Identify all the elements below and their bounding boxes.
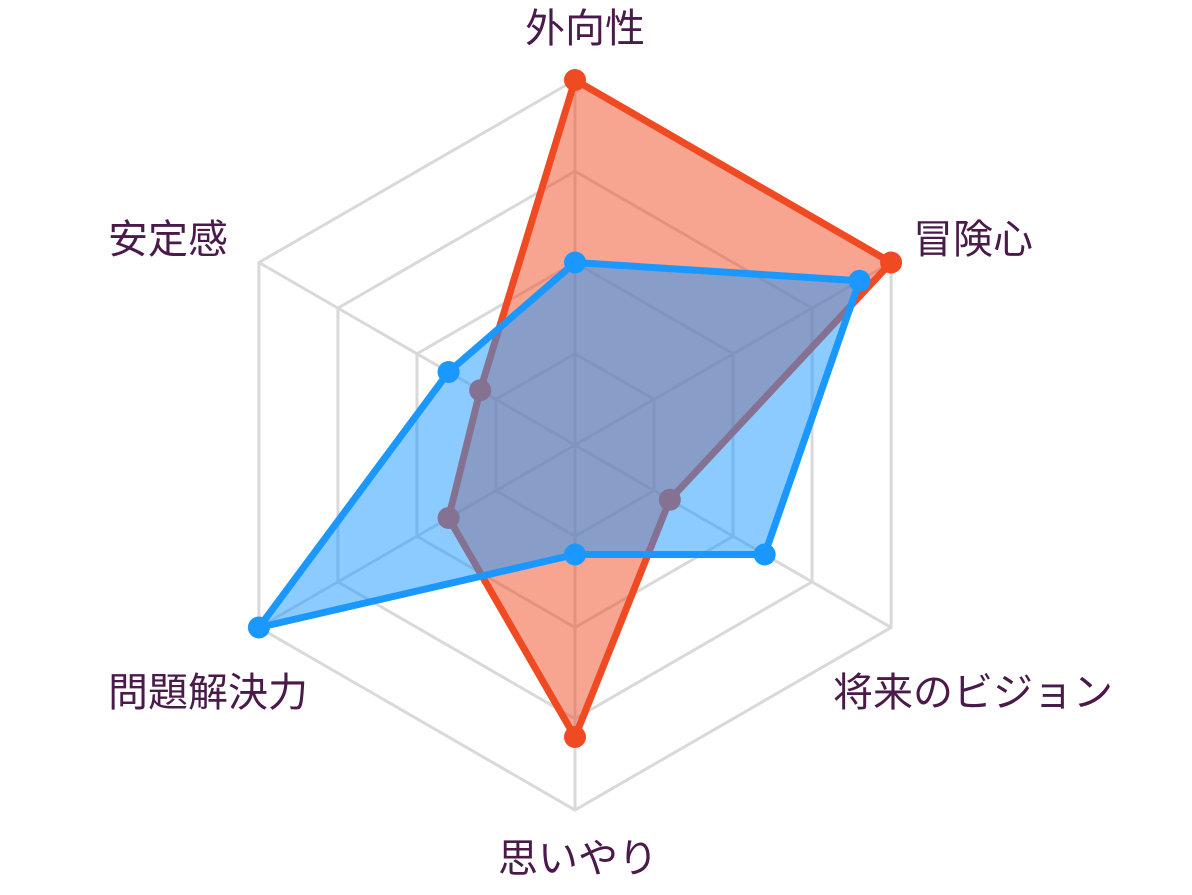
axis-label-0: 外向性 (525, 6, 645, 52)
series-red-point-3 (564, 726, 586, 748)
series-layer (247, 69, 903, 748)
series-blue-point-4 (247, 616, 270, 639)
axis-labels: 外向性 冒険心 将来のビジョン 思いやり 問題解決力 安定感 (108, 6, 1113, 882)
series-red-point-0 (564, 69, 586, 91)
series-blue-point-0 (564, 251, 586, 274)
series-blue-point-3 (564, 543, 586, 566)
series-blue (247, 251, 871, 639)
axis-label-5: 安定感 (108, 217, 228, 263)
axis-label-4: 問題解決力 (108, 670, 308, 716)
series-blue-point-5 (437, 361, 460, 383)
axis-label-1: 冒険心 (913, 217, 1033, 263)
axis-label-2: 将来のビジョン (833, 670, 1113, 716)
axis-label-3: 思いやり (498, 836, 658, 882)
series-red-point-1 (880, 251, 903, 274)
series-blue-point-1 (848, 269, 871, 292)
series-blue-point-2 (753, 543, 776, 566)
